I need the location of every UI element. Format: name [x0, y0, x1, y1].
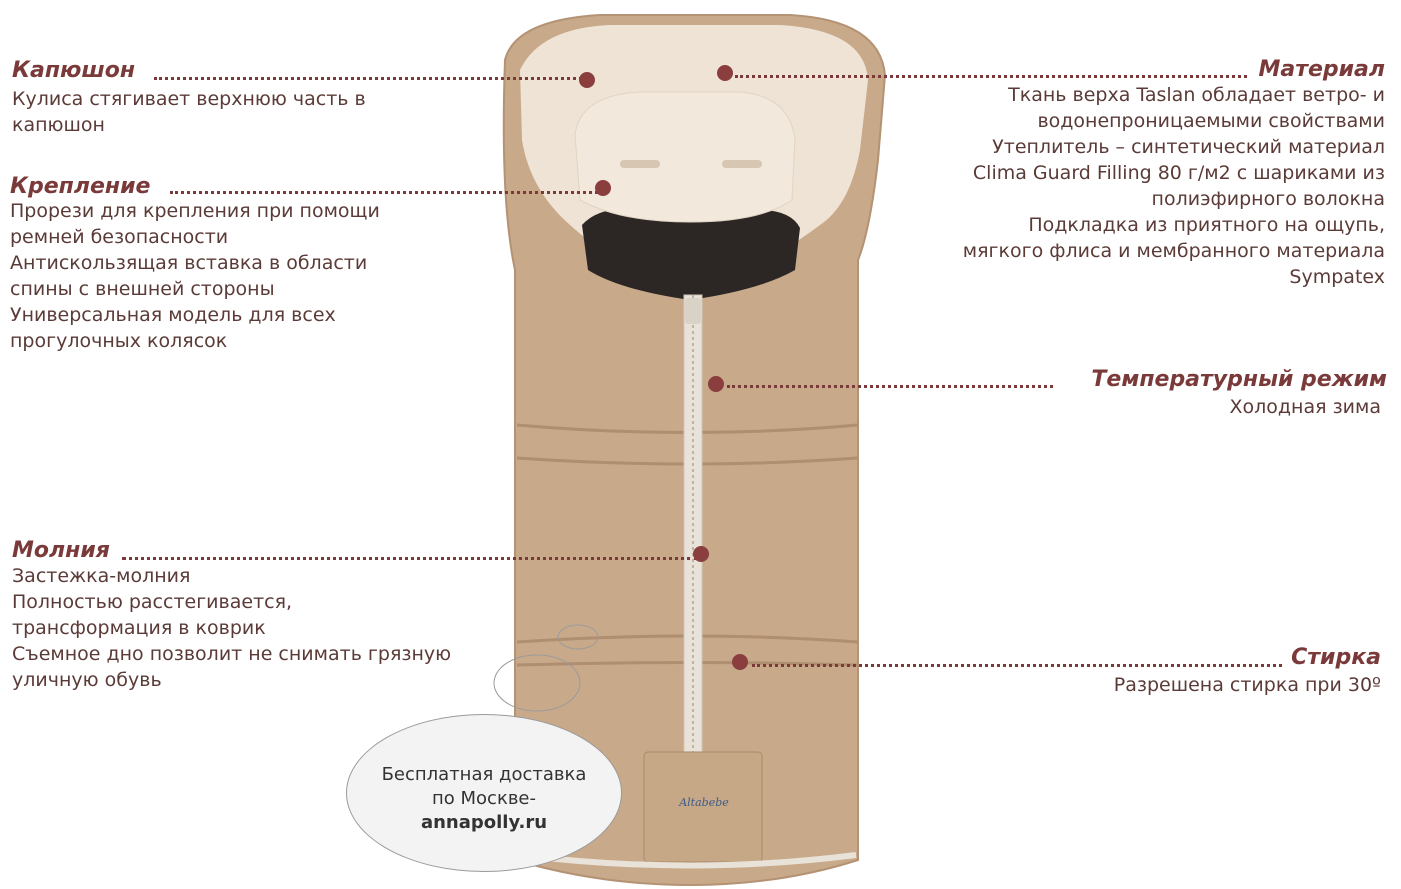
callout-title-mount: Крепление — [10, 174, 151, 199]
promo-site-link[interactable]: annapolly.ru — [420, 812, 548, 833]
callout-title-temperature: Температурный режим — [1091, 367, 1387, 392]
marker-dot-zipper — [693, 546, 709, 562]
backrest — [582, 209, 800, 300]
callout-desc-material: Ткань верха Taslan обладает ветро- и вод… — [962, 84, 1385, 288]
promo-line-2: по Москве- — [432, 788, 536, 809]
callout-desc-hood: Кулиса стягивает верхнюю часть в капюшон — [12, 88, 366, 136]
head-pillow — [574, 91, 796, 223]
marker-dot-material — [717, 65, 733, 81]
brand-logo: Altabebe — [679, 796, 729, 809]
strap-slot-left — [620, 160, 660, 168]
leader-line-mount — [170, 191, 598, 194]
highlight-circle — [557, 624, 599, 650]
bottom-zipper — [519, 852, 857, 869]
callout-title-washing: Стирка — [1291, 645, 1381, 670]
leader-line-temperature — [727, 385, 1053, 388]
leader-line-material — [735, 75, 1247, 78]
highlight-circle — [493, 654, 581, 712]
callout-desc-temperature: Холодная зима — [1229, 396, 1381, 418]
leader-line-washing — [752, 664, 1282, 667]
marker-dot-washing — [732, 654, 748, 670]
leader-line-zipper — [122, 557, 698, 560]
zipper-pull — [685, 298, 701, 324]
strap-slot-right — [722, 160, 762, 168]
callout-title-hood: Капюшон — [12, 58, 136, 83]
marker-dot-mount — [595, 180, 611, 196]
marker-dot-temperature — [708, 376, 724, 392]
callout-desc-zipper: Застежка-молния Полностью расстегивается… — [12, 565, 452, 691]
leader-line-hood — [154, 77, 582, 80]
callout-desc-mount: Прорези для крепления при помощи ремней … — [10, 200, 380, 352]
brand-pocket — [643, 751, 763, 863]
marker-dot-hood — [579, 72, 595, 88]
promo-bubble: Бесплатная доставка по Москве- annapolly… — [346, 714, 622, 872]
callout-title-zipper: Молния — [12, 538, 110, 563]
callout-title-material: Материал — [1258, 57, 1385, 82]
callout-desc-washing: Разрешена стирка при 30º — [1113, 674, 1381, 696]
promo-line-1: Бесплатная доставка — [381, 764, 587, 785]
